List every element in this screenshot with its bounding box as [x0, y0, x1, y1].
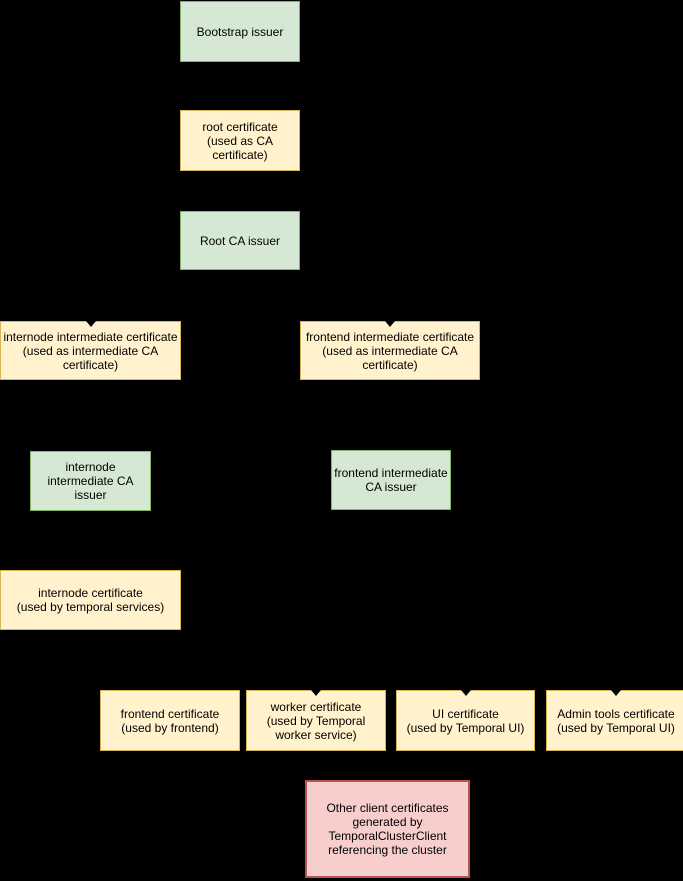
node-internode-certificate: internode certificate (used by temporal …	[0, 570, 181, 630]
node-label-internode-intermediate-ca-issuer: internode intermediate CA issuer	[47, 460, 134, 502]
node-internode-intermediate-certificate: internode intermediate certificate (used…	[0, 321, 181, 380]
node-label-worker-certificate: worker certificate (used by Temporal wor…	[266, 699, 366, 742]
node-label-other-client-certificates: Other client certificates generated by T…	[326, 801, 449, 857]
node-internode-intermediate-ca-issuer: internode intermediate CA issuer	[30, 451, 151, 511]
node-label-internode-certificate: internode certificate (used by temporal …	[16, 586, 165, 614]
node-label-root-ca-issuer: Root CA issuer	[199, 233, 281, 248]
node-label-ui-certificate: UI certificate (used by Temporal UI)	[406, 706, 525, 735]
node-other-client-certificates: Other client certificates generated by T…	[305, 780, 470, 878]
node-label-frontend-intermediate-certificate: frontend intermediate certificate (used …	[305, 329, 475, 372]
node-label-admin-tools-certificate: Admin tools certificate (used by Tempora…	[557, 706, 675, 735]
node-label-bootstrap-issuer: Bootstrap issuer	[196, 24, 284, 39]
node-frontend-intermediate-ca-issuer: frontend intermediate CA issuer	[331, 450, 451, 510]
arrowhead-icon	[460, 690, 471, 696]
node-bootstrap-issuer: Bootstrap issuer	[180, 1, 300, 62]
arrowhead-icon	[85, 321, 96, 327]
arrowhead-icon	[611, 690, 621, 696]
node-worker-certificate: worker certificate (used by Temporal wor…	[246, 690, 386, 751]
node-frontend-intermediate-certificate: frontend intermediate certificate (used …	[300, 321, 480, 380]
node-root-certificate: root certificate (used as CA certificate…	[180, 110, 300, 171]
arrowhead-icon	[311, 690, 321, 696]
node-ui-certificate: UI certificate (used by Temporal UI)	[396, 690, 535, 751]
node-label-frontend-intermediate-ca-issuer: frontend intermediate CA issuer	[334, 466, 448, 494]
node-label-internode-intermediate-certificate: internode intermediate certificate (used…	[3, 329, 178, 372]
node-admin-tools-certificate: Admin tools certificate (used by Tempora…	[546, 690, 683, 751]
node-frontend-certificate: frontend certificate (used by frontend)	[100, 690, 240, 751]
node-label-root-certificate: root certificate (used as CA certificate…	[202, 119, 278, 162]
arrowhead-icon	[385, 321, 395, 327]
node-label-frontend-certificate: frontend certificate (used by frontend)	[120, 706, 220, 735]
node-root-ca-issuer: Root CA issuer	[180, 211, 300, 270]
